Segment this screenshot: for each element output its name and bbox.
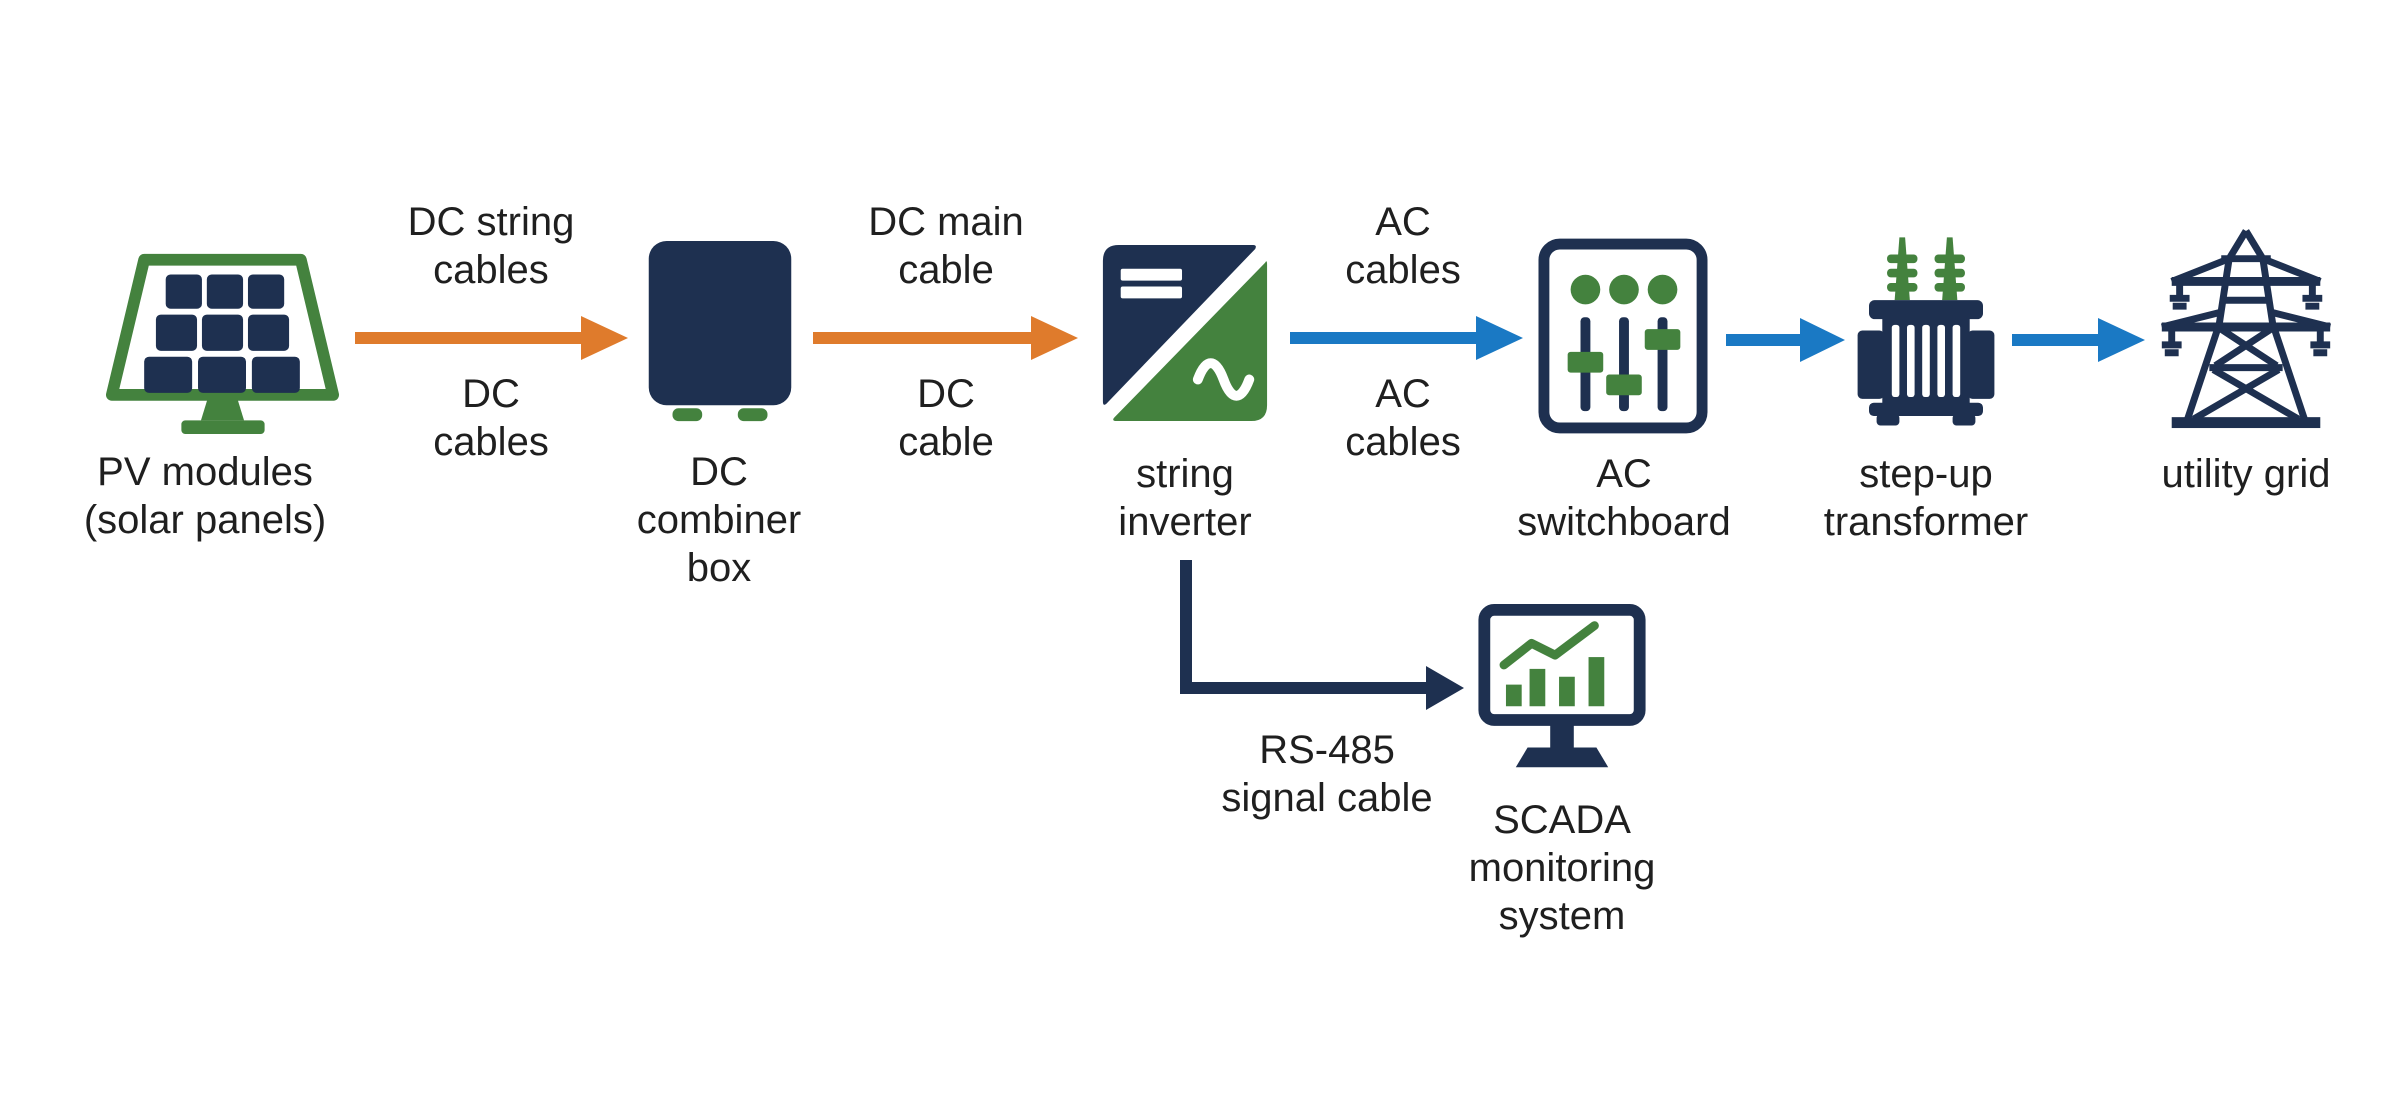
transformer-icon <box>1857 237 1995 426</box>
monitor-chart-icon <box>1478 604 1646 768</box>
combiner-box-icon <box>648 240 792 422</box>
label-line: cables <box>433 248 549 292</box>
switchboard-icon <box>1538 238 1708 434</box>
cable-label-dc-cables: DC cables <box>433 370 549 466</box>
label-line: system <box>1498 894 1626 938</box>
cable-label-dc-main: DC main cable <box>868 198 1024 294</box>
arrow-inverter-to-switchboard <box>1290 316 1523 360</box>
label-line: cables <box>1345 420 1461 464</box>
arrow-transformer-to-grid <box>2012 318 2145 362</box>
label-line: (solar panels) <box>83 498 327 542</box>
label-line: string <box>1136 452 1234 496</box>
label-line: RS-485 <box>1259 728 1395 772</box>
label-line: switchboard <box>1517 500 1731 544</box>
node-label-utility-grid: utility grid <box>2162 450 2331 498</box>
cable-label-ac-cables-bottom: AC cables <box>1345 370 1461 466</box>
label-line: DC string <box>407 200 575 244</box>
solar-panel-icon <box>105 253 340 435</box>
arrow-inverter-to-scada <box>1180 560 1464 710</box>
label-line: AC <box>1375 372 1431 416</box>
transmission-tower-icon <box>2160 229 2332 429</box>
label-line: signal cable <box>1221 776 1433 820</box>
label-line: box <box>686 546 752 590</box>
node-label-pv-modules: PV modules (solar panels) <box>84 448 326 544</box>
label-line: SCADA <box>1493 798 1631 842</box>
arrow-switchboard-to-transformer <box>1726 318 1845 362</box>
label-line: AC <box>1596 452 1652 496</box>
node-label-ac-switchboard: AC switchboard <box>1517 450 1730 546</box>
label-line: monitoring <box>1468 846 1656 890</box>
label-line: cables <box>433 420 549 464</box>
label-line: step-up <box>1859 452 1993 496</box>
label-line: cable <box>898 420 994 464</box>
label-line: combiner <box>636 498 802 542</box>
cable-label-dc-cable: DC cable <box>898 370 994 466</box>
cable-label-rs485: RS-485 signal cable <box>1221 726 1432 822</box>
arrow-combiner-to-inverter <box>813 316 1078 360</box>
label-line: AC <box>1375 200 1431 244</box>
label-line: PV modules <box>97 450 313 494</box>
label-line: DC <box>690 450 748 494</box>
cable-label-ac-cables-top: AC cables <box>1345 198 1461 294</box>
label-line: utility grid <box>2161 452 2331 496</box>
label-line: inverter <box>1118 500 1252 544</box>
arrow-pv-to-combiner <box>355 316 628 360</box>
label-line: DC <box>917 372 975 416</box>
cable-label-dc-string: DC string cables <box>408 198 575 294</box>
label-line: DC main <box>868 200 1024 244</box>
node-label-scada: SCADA monitoring system <box>1469 796 1656 940</box>
node-label-string-inverter: string inverter <box>1118 450 1251 546</box>
label-line: DC <box>462 372 520 416</box>
label-line: cable <box>898 248 994 292</box>
label-line: transformer <box>1823 500 2029 544</box>
node-label-step-up-transformer: step-up transformer <box>1824 450 2029 546</box>
inverter-icon <box>1102 244 1268 422</box>
label-line: cables <box>1345 248 1461 292</box>
node-label-dc-combiner-box: DC combiner box <box>637 448 802 592</box>
